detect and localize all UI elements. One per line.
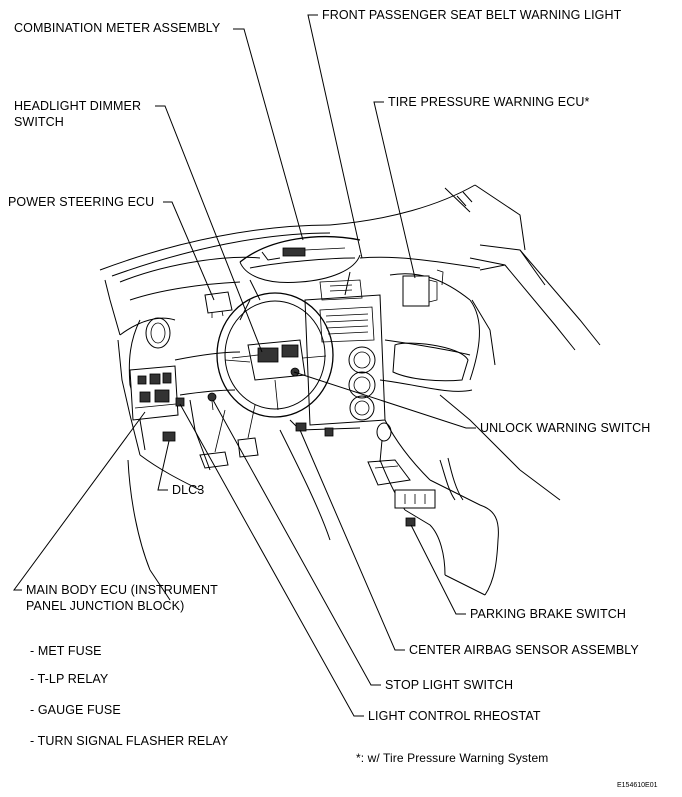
label-stop-light-switch: STOP LIGHT SWITCH — [385, 678, 514, 692]
label-unlock-warning-switch: UNLOCK WARNING SWITCH — [480, 421, 651, 435]
label-dlc3: DLC3 — [172, 483, 205, 497]
footnote: *: w/ Tire Pressure Warning System — [356, 751, 549, 765]
sublist-item-t-lp-relay: - T-LP RELAY — [30, 672, 109, 686]
sublist-item-met-fuse: - MET FUSE — [30, 644, 102, 658]
label-power-steering-ecu: POWER STEERING ECU — [8, 195, 155, 209]
label-parking-brake-switch: PARKING BRAKE SWITCH — [470, 607, 626, 621]
label-headlight-dimmer-line1: HEADLIGHT DIMMER — [14, 99, 142, 113]
interior-outline — [99, 184, 601, 601]
leader-lines — [13, 14, 476, 717]
label-combination-meter: COMBINATION METER ASSEMBLY — [14, 21, 221, 35]
sublist-item-gauge-fuse: - GAUGE FUSE — [30, 703, 121, 717]
sublist-item-turn-signal-flasher-relay: - TURN SIGNAL FLASHER RELAY — [30, 734, 229, 748]
label-main-body-ecu-line1: MAIN BODY ECU (INSTRUMENT — [26, 583, 218, 597]
label-center-airbag-sensor: CENTER AIRBAG SENSOR ASSEMBLY — [409, 643, 639, 657]
figure-code: E154610E01 — [617, 782, 658, 789]
label-tire-pressure-ecu: TIRE PRESSURE WARNING ECU* — [388, 95, 590, 109]
label-front-passenger-seat-belt: FRONT PASSENGER SEAT BELT WARNING LIGHT — [322, 8, 622, 22]
label-headlight-dimmer-line2: SWITCH — [14, 115, 64, 129]
label-main-body-ecu-line2: PANEL JUNCTION BLOCK) — [26, 599, 185, 613]
label-light-control-rheostat: LIGHT CONTROL RHEOSTAT — [368, 709, 541, 723]
